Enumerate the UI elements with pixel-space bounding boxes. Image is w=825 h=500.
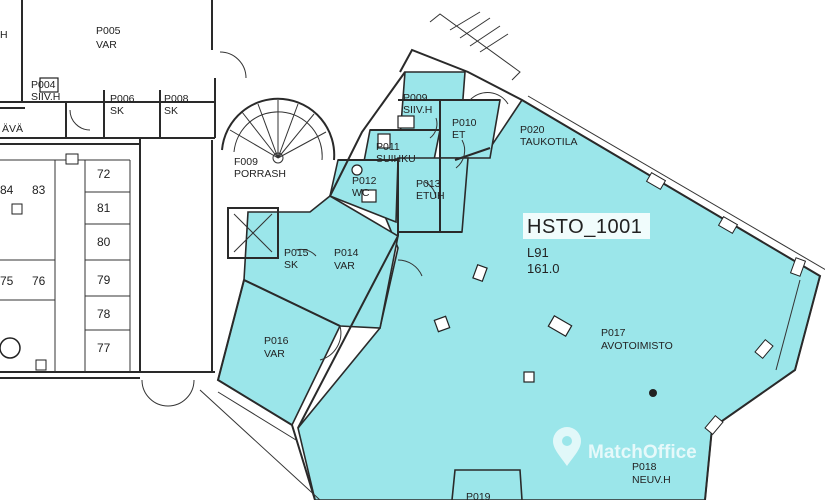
location-pin-icon <box>553 427 581 466</box>
room-p012-code: P012 <box>352 175 377 187</box>
room-p009-name: SIIV.H <box>403 104 432 116</box>
room-p015-name: SK <box>284 259 298 271</box>
room-p014-name: VAR <box>334 260 355 272</box>
fixtures <box>0 77 807 436</box>
room-labels: H P005 VAR P004 SIIV.H ÄVÄ P006 SK P008 … <box>0 25 673 500</box>
fixture-icon <box>0 337 21 359</box>
column-icon <box>433 315 451 333</box>
left-fragment-corridor: ÄVÄ <box>2 123 23 135</box>
fixture-icon <box>35 359 47 371</box>
room-p005-code: P005 <box>96 25 121 37</box>
fixture-icon <box>39 77 59 93</box>
column-icon <box>547 314 573 338</box>
space-level: L91 <box>527 245 549 260</box>
room-p013-code: P013 <box>416 178 441 190</box>
parking-number: 75 <box>0 274 14 288</box>
room-p016-name: VAR <box>264 348 285 360</box>
room-p008-code: P008 <box>164 93 189 105</box>
watermark-text: MatchOffice <box>588 442 697 463</box>
room-p010-area[interactable] <box>439 99 501 159</box>
room-p015-code: P015 <box>284 247 309 259</box>
parking-number: 80 <box>97 235 111 249</box>
parking-number: 77 <box>97 341 111 355</box>
room-p013-name: ETUH <box>416 190 445 202</box>
parking-number: 83 <box>32 183 46 197</box>
watermark: MatchOffice <box>553 427 697 466</box>
fixture-icon <box>649 389 657 397</box>
room-f009-name: PORRASH <box>234 168 286 180</box>
room-p020-name: TAUKOTILA <box>520 136 578 148</box>
parking-number: 81 <box>97 201 111 215</box>
space-area: 161.0 <box>527 261 560 276</box>
space-id-background <box>523 213 650 239</box>
parking-numbers: 84 83 72 81 80 75 76 79 78 77 <box>0 167 111 355</box>
elevator-shaft <box>227 207 279 259</box>
room-p016-code: P016 <box>264 335 289 347</box>
room-p011-code: P011 <box>376 141 400 153</box>
room-p018-code: P018 <box>632 461 657 473</box>
room-p014-code: P014 <box>334 247 359 259</box>
room-f009-code: F009 <box>234 156 258 168</box>
room-p017-name: AVOTOIMISTO <box>601 340 673 352</box>
parking-number: 76 <box>32 274 46 288</box>
room-p004-name: SIIV.H <box>31 91 60 103</box>
room-p012-name: WC <box>352 187 370 199</box>
room-p019-code: P019 <box>466 491 491 500</box>
space-info: HSTO_1001 L91 161.0 <box>523 213 650 276</box>
room-p011-name: SUIHKU <box>376 153 416 165</box>
room-p008-name: SK <box>164 105 178 117</box>
column-icon <box>472 263 488 283</box>
parking-number: 84 <box>0 183 14 197</box>
room-p006-code: P006 <box>110 93 135 105</box>
toilet-icon <box>361 189 377 203</box>
doors <box>69 51 509 407</box>
leased-area <box>217 71 821 500</box>
fixture-icon <box>65 153 79 165</box>
room-p019-area[interactable] <box>451 469 523 500</box>
space-id: HSTO_1001 <box>527 216 642 238</box>
column-icon <box>523 371 535 383</box>
toilet-icon <box>351 164 363 176</box>
room-p018-name: NEUV.H <box>632 474 671 486</box>
parking-number: 79 <box>97 273 111 287</box>
fixture-icon <box>11 203 23 215</box>
room-p017-code: P017 <box>601 327 626 339</box>
room-p010-name: ET <box>452 129 466 141</box>
room-p009-code: P009 <box>403 92 428 104</box>
room-p006-name: SK <box>110 105 124 117</box>
room-p010-code: P010 <box>452 117 477 129</box>
room-p020-code: P020 <box>520 124 545 136</box>
room-p005-name: VAR <box>96 39 117 51</box>
parking-number: 78 <box>97 307 111 321</box>
toilet-icon <box>397 115 415 129</box>
left-fragment-top: H <box>0 29 8 41</box>
room-p004-code: P004 <box>31 79 56 91</box>
stair-spiral-icon <box>221 97 336 164</box>
shower-icon <box>377 133 391 149</box>
parking-number: 72 <box>97 167 111 181</box>
